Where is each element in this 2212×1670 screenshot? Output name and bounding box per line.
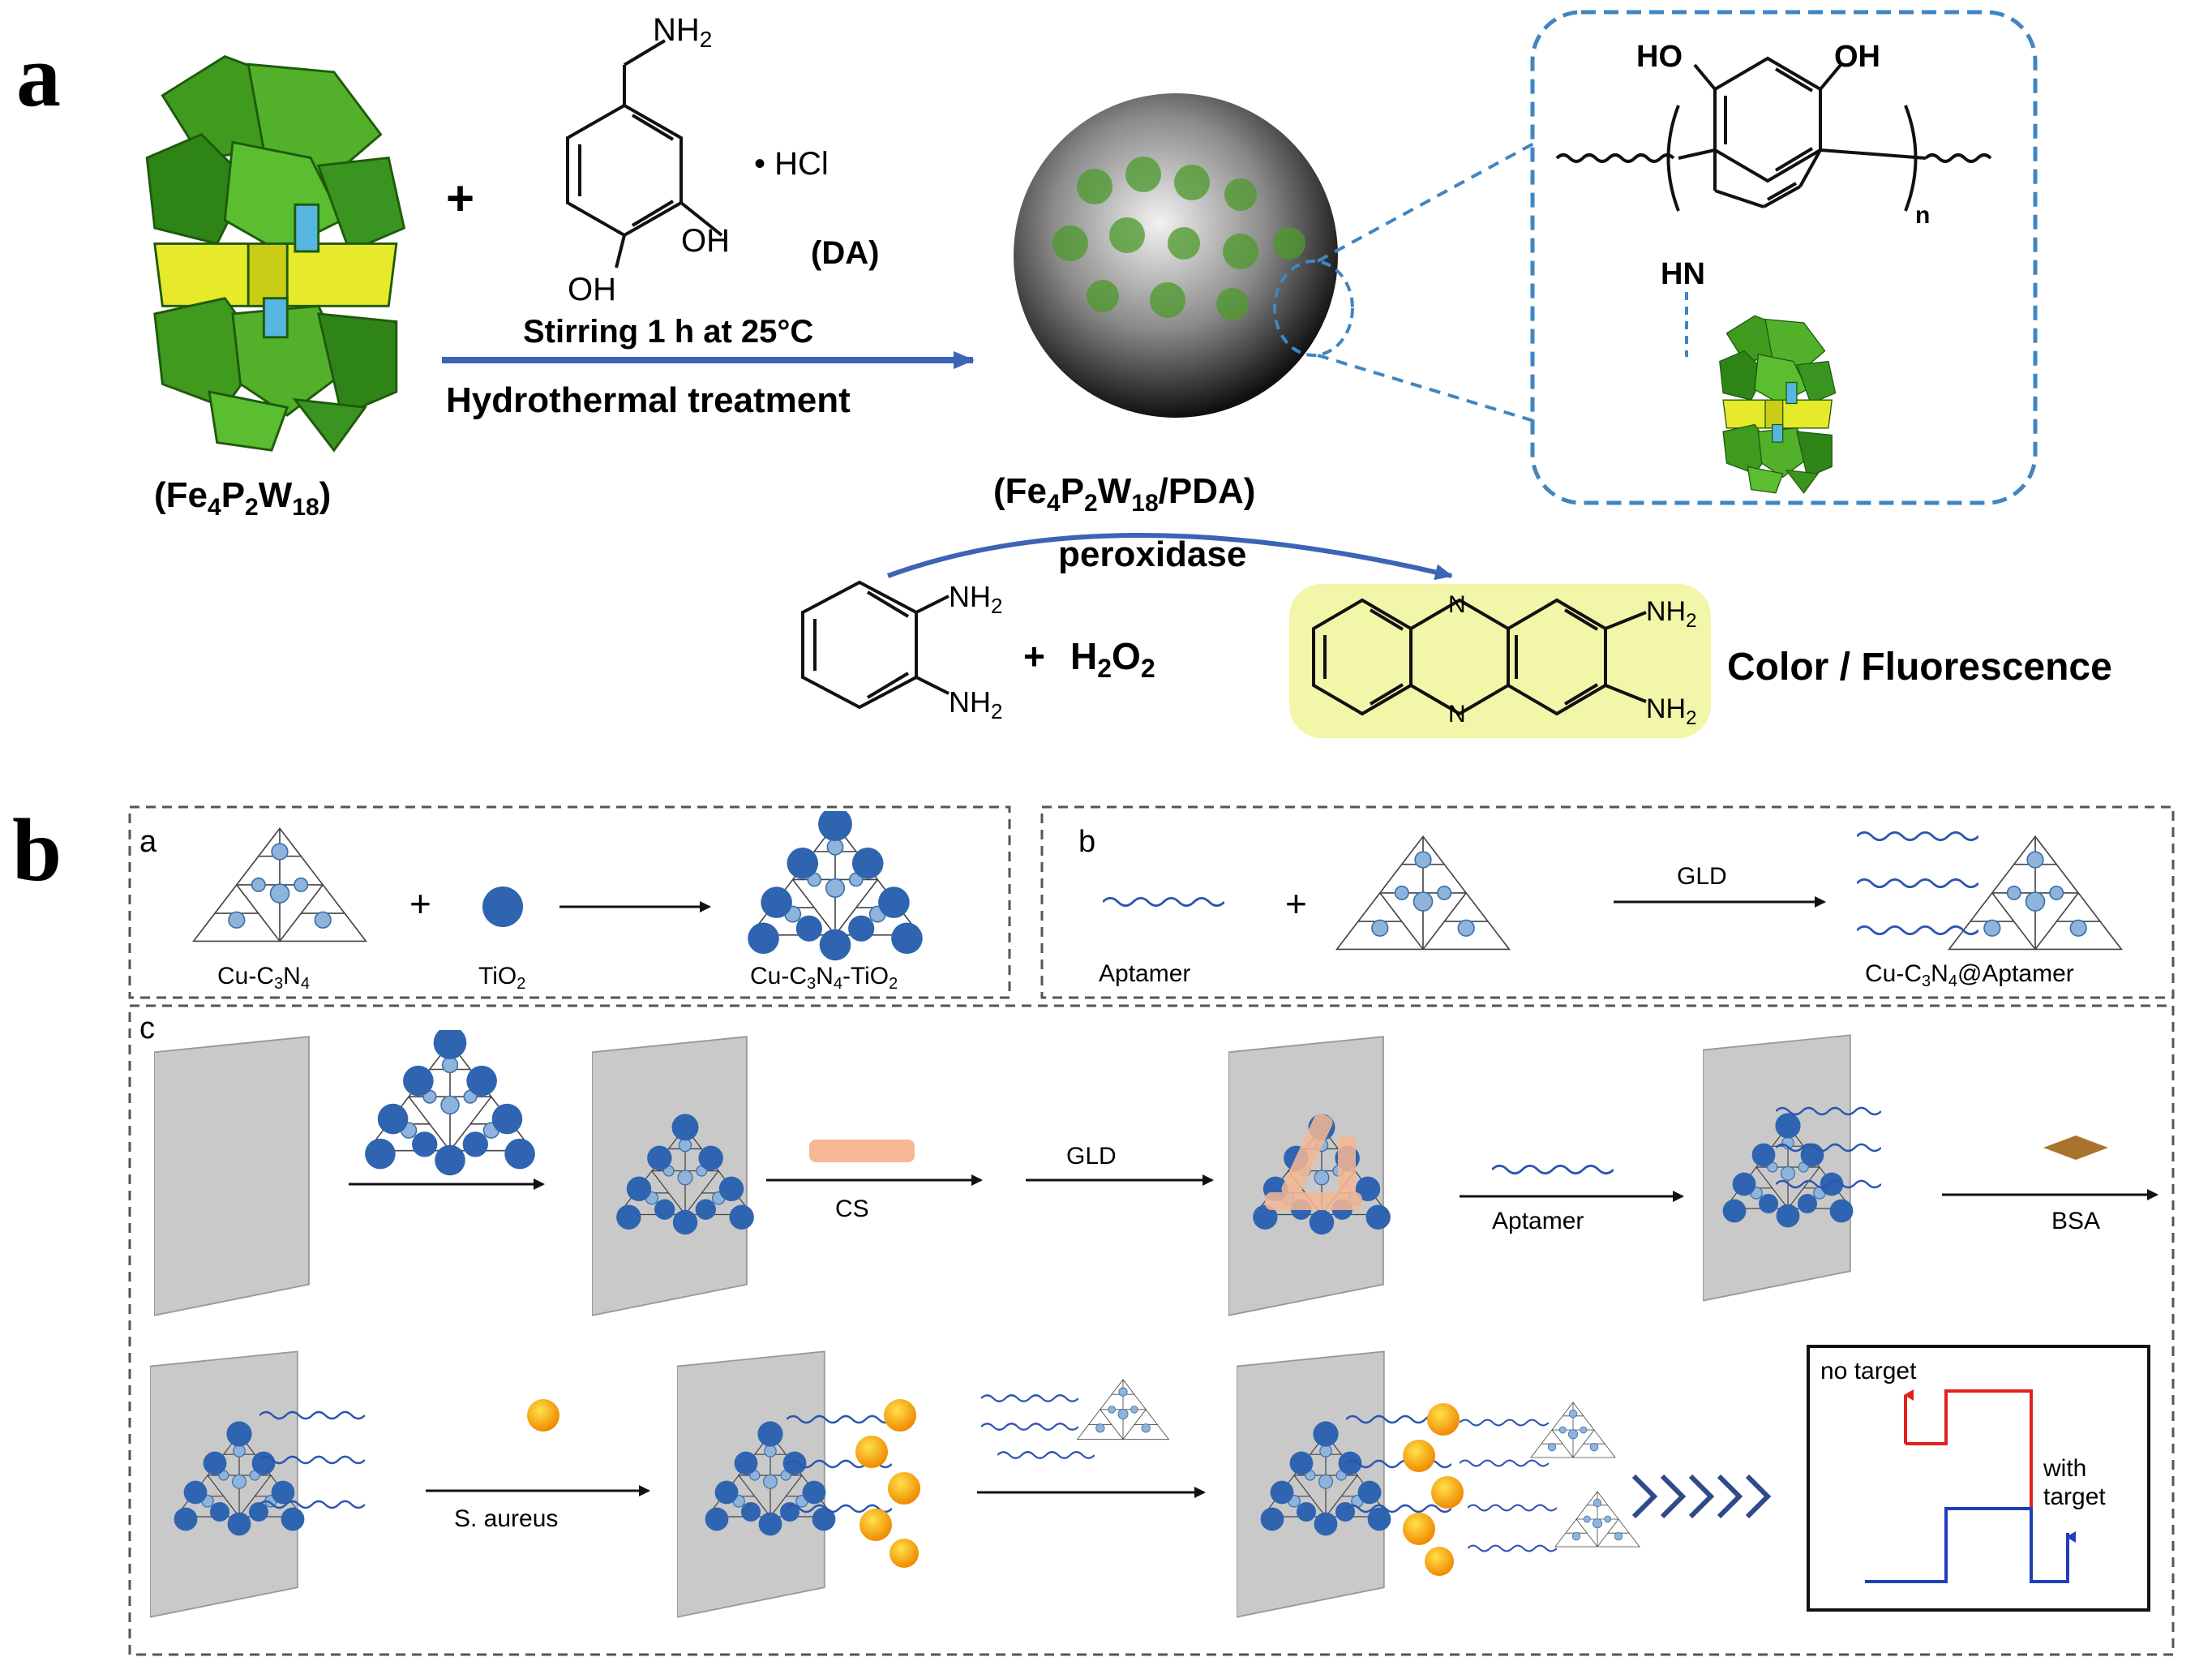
signal-with-target-1: with [2043,1455,2086,1482]
sub-c-box [128,1004,2175,1656]
opd-structure [801,580,950,710]
product-n-top: N [1448,591,1466,618]
plus-sign: + [446,171,474,225]
pda-oh-right: OH [1834,40,1880,74]
sub-b-reactant-1: Aptamer [1099,960,1190,987]
step-target-label: S. aureus [454,1505,558,1532]
panel-b-label: b [12,801,62,899]
arrow-bottom-label: Hydrothermal treatment [446,380,851,420]
zoom-circle [1273,260,1354,357]
tio2-particle-icon [482,887,523,927]
step-cs-label: CS [835,1196,869,1222]
step-bsa-label: BSA [2051,1208,2100,1234]
peroxidase-curve-arrow [886,533,1453,581]
cu-c3n4-aptamer-icon [1857,831,2123,951]
pda-repeat-n: n [1915,202,1930,229]
sub-c-label: c [139,1011,155,1045]
aptamer-wave-icon [1103,896,1224,908]
sub-b-plus: + [1285,882,1307,925]
bare-electrode-icon [154,1036,310,1316]
dopamine-amine: NH2 [653,12,712,52]
signal-box [1807,1345,2150,1612]
arrow-top-label: Stirring 1 h at 25°C [523,314,813,350]
sub-b-c3n4-icon [1335,835,1511,951]
readout-label: Color / Fluorescence [1727,646,2112,689]
bound-bacteria [855,1399,920,1568]
peroxidase-label: peroxidase [1058,534,1246,574]
signal-with-target-2: target [2043,1483,2106,1510]
sub-b-label: b [1078,825,1095,859]
pda-structure [1555,56,1992,212]
dopamine-hydroxyl-1: OH [681,223,730,259]
aptamer-step-icon [1492,1164,1614,1175]
s-aureus-icon [527,1399,559,1432]
signal-chevrons-icon [1631,1474,1772,1519]
product-structure [1312,598,1647,716]
step-aptamer-label: Aptamer [1492,1208,1584,1234]
panel-a-label: a [16,26,61,125]
oxidant-h2o2: H2O2 [1070,635,1155,683]
opd-amine-1: NH2 [949,580,1002,618]
sub-a-label: a [139,825,157,859]
zoom-line-top [1317,140,1537,263]
opd-amine-2: NH2 [949,685,1002,723]
sub-a-reactant-2: TiO2 [478,963,525,993]
sub-b-arrow-label: GLD [1677,863,1727,890]
pda-oh-left: HO [1636,40,1683,74]
cu-c3n4-tio2-icon [748,807,923,960]
product-n-bottom: N [1448,701,1466,728]
polyoxometalate-cluster-icon [145,55,406,452]
cs-strip-icon [809,1140,915,1162]
polyoxometalate-label: (Fe4P2W18) [154,475,331,521]
signal-no-target-label: no target [1820,1358,1917,1385]
dopamine-salt: • HCl [754,146,829,182]
row1-tio2-composite-icon [365,1026,535,1175]
bsa-diamond-icon [2043,1136,2108,1160]
dopamine-abbrev: (DA) [811,235,879,271]
sandwich-bacteria [1403,1403,1464,1576]
embedded-clusters [1052,157,1305,320]
sub-a-plus: + [409,882,431,925]
product-glow [1289,584,1711,738]
step-gld-label: GLD [1066,1143,1117,1170]
cu-c3n4-sheet-icon [192,827,367,942]
reaction-plus: + [1023,635,1045,677]
sub-a-product: Cu-C3N4-TiO2 [750,963,898,993]
sub-a-reactant-1: Cu-C3N4 [217,963,310,993]
probe-cluster-icon [981,1379,1169,1460]
dopamine-hydroxyl-2: OH [568,272,616,307]
signal-red-trace [1905,1389,2033,1525]
sub-b-box [1040,805,2175,999]
pda-nh: HN [1661,257,1705,291]
bound-electrode-icon [677,1350,825,1618]
composite-label: (Fe4P2W18/PDA) [993,471,1255,517]
sandwich-probes [1460,1402,1640,1552]
sub-b-product: Cu-C3N4@Aptamer [1865,960,2074,990]
sub-a-box [128,805,1011,999]
zoomed-cluster-icon [1718,314,1837,495]
electrode-2-cs-overlay [1265,1113,1362,1210]
zoom-line-bottom [1317,354,1537,423]
dopamine-structure [566,39,723,268]
